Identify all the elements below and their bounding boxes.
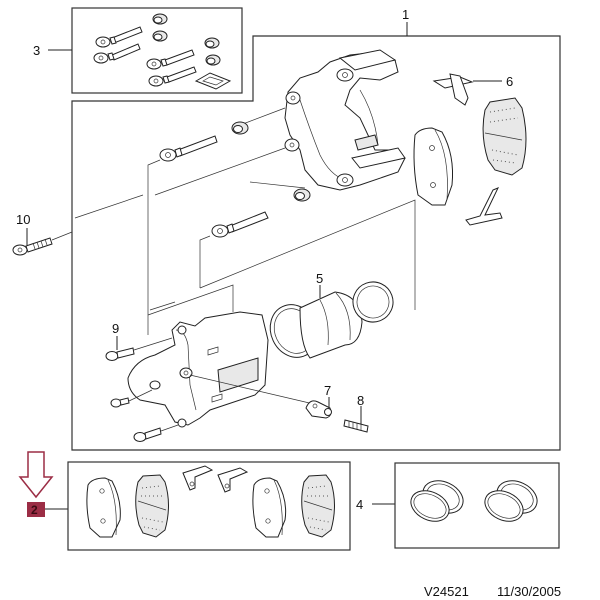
explode-line: [199, 235, 211, 288]
explode-line: [189, 374, 319, 406]
explode-line: [160, 424, 179, 432]
pad-shim-clip: [182, 465, 214, 491]
seal-kit-box-4[interactable]: [394, 462, 560, 549]
caliper-carrier[interactable]: [284, 49, 406, 191]
caliper-housing[interactable]: [127, 311, 269, 428]
bleeder-cap: [305, 400, 332, 419]
bolt: [110, 397, 130, 408]
grease-packet-icon: [194, 72, 232, 90]
callout-10[interactable]: 10: [16, 212, 30, 227]
explode-line: [154, 147, 286, 196]
highlight-arrow-icon: [18, 451, 54, 499]
callout-1[interactable]: 1: [402, 7, 409, 22]
bushing: [152, 30, 168, 42]
drawing-id: V24521: [424, 584, 469, 599]
callout-2[interactable]: 2: [31, 503, 38, 517]
pad-set-box-2[interactable]: [67, 461, 351, 551]
assembly-box-1[interactable]: [71, 35, 561, 451]
callout-6[interactable]: 6: [506, 74, 513, 89]
spring-clip: [432, 73, 474, 106]
bushing: [231, 121, 249, 135]
explode-line: [133, 337, 173, 351]
guide-pin: [95, 26, 143, 48]
brake-pad-outer: [482, 97, 527, 176]
explode-line: [74, 194, 144, 219]
brake-pad-inner: [252, 477, 287, 538]
callout-2-badge[interactable]: 2: [27, 502, 45, 517]
brake-pad-inner: [86, 477, 121, 538]
seal-kit-pair: [484, 480, 538, 522]
explode-line: [128, 389, 153, 402]
explode-line: [149, 301, 176, 311]
guide-pin: [148, 66, 197, 87]
explode-line: [51, 231, 73, 241]
explode-line: [147, 159, 161, 335]
guide-bolt: [105, 347, 135, 361]
explode-line: [199, 199, 416, 310]
bushing: [152, 13, 168, 25]
guide-pin: [93, 43, 141, 64]
explode-line: [147, 284, 234, 316]
seal-kit-pair: [410, 480, 464, 522]
guide-pin: [159, 135, 218, 162]
pad-shim-clip: [217, 467, 249, 493]
piston-seal: [352, 281, 394, 323]
bolt: [133, 427, 162, 442]
callout-9[interactable]: 9: [112, 321, 119, 336]
callout-8[interactable]: 8: [357, 393, 364, 408]
guide-pin: [211, 211, 269, 238]
bushing: [293, 188, 311, 202]
bleeder-screw: [343, 419, 369, 433]
callout-3[interactable]: 3: [33, 43, 40, 58]
kit-box-3[interactable]: [71, 7, 243, 94]
piston: [299, 291, 363, 359]
brake-pad-inner: [413, 127, 453, 206]
bushing: [205, 54, 221, 66]
callout-4[interactable]: 4: [356, 497, 363, 512]
brake-pad-outer: [301, 474, 335, 538]
callout-7[interactable]: 7: [324, 383, 331, 398]
bushing: [204, 37, 220, 49]
callout-5[interactable]: 5: [316, 271, 323, 286]
mounting-bolt: [12, 237, 53, 256]
explode-line: [249, 181, 306, 189]
guide-pin: [146, 49, 195, 70]
brake-pad-outer: [135, 474, 169, 538]
drawing-date: 11/30/2005: [497, 584, 561, 599]
spring-clip: [465, 187, 503, 226]
